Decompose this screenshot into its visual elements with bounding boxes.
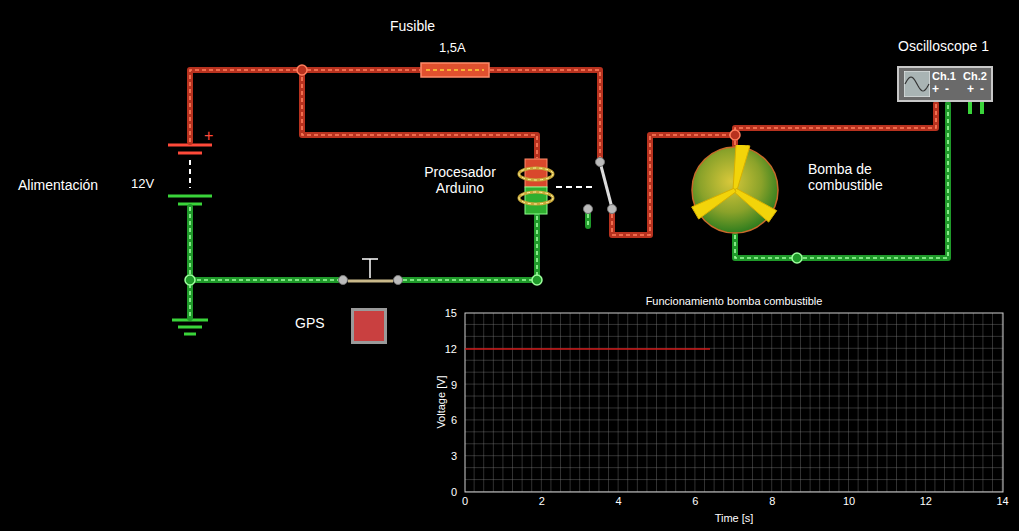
ground-symbol [172,320,208,334]
junction-dot [185,275,195,285]
wire-stripe [190,279,338,281]
part-label: Alimentación [18,177,98,193]
axis-tick: 3 [451,450,457,463]
axis-tick: 8 [769,495,775,508]
axis-tick: 2 [539,495,545,508]
part-label: + [967,83,974,97]
node-label: Bomba de combustible [808,161,906,193]
part-label: Ch.1 [932,70,956,83]
axis-tick: 15 [445,307,457,320]
axis-tick: 12 [445,342,457,355]
part-label: - [945,83,949,97]
wire [534,216,540,280]
node-label: Funcionamiento bomba combustible [465,295,1003,308]
wire [585,214,591,226]
battery-symbol [168,145,212,204]
chart-title-band: Funcionamiento bomba combustible [465,292,1005,310]
fuse-element [426,69,484,71]
axis-tick: 10 [843,495,855,508]
axis-tick: 9 [451,378,457,391]
wire-stripe [403,279,537,281]
fuse-box: Fusible 1,5A [385,18,525,82]
pump-blade [692,188,736,219]
coil-top [525,159,547,187]
signal-wire [735,104,936,145]
pump-blade [734,188,777,222]
node-label: Oscilloscope 1 [898,38,989,54]
arduino-processor: Procesador Arduino [408,158,555,216]
part-label: - [980,83,984,97]
relay-coil-symbol [512,158,555,216]
coil-winding-stripe [519,168,553,180]
junction-dot [532,275,542,285]
node-label: Fusible [390,18,435,34]
coil-winding [519,192,553,204]
axis-tick: 4 [616,495,622,508]
junction-dot [730,130,740,140]
voltage-trace [465,348,710,350]
wire-stripe [536,216,538,280]
fuse-symbol [420,62,490,78]
axis-tick: 0 [462,495,468,508]
wire [490,70,600,157]
axis-title: Time [s] [715,512,754,525]
pump-blade [733,145,750,190]
junction-dot [297,65,307,75]
sine-wave [905,77,929,91]
part-label: 12V [131,177,154,192]
oscilloscope-screen [904,71,930,97]
part-label: + [932,83,939,97]
relay-switch-symbol [556,158,617,214]
fuel-pump: Bomba de combustible [690,145,908,235]
junction-dot [792,253,802,263]
wire-stripe [302,70,537,158]
axis-tick: 0 [451,486,457,499]
chart-plot [465,313,1003,492]
node-label: Procesador Arduino [408,164,512,196]
part-label: Ch.2 [963,70,987,83]
wire-stripe [587,214,589,226]
axis-tick: 6 [451,414,457,427]
part-label: + [204,127,213,145]
push-button-symbol [339,259,403,285]
node-label: GPS [295,315,325,331]
wire-stripe [490,70,600,157]
gps-button-face [351,308,387,344]
chart-frame [465,313,1003,492]
wire [190,277,338,283]
fuse-body [421,63,489,77]
axis-tick: 14 [996,495,1008,508]
signal-wire-stripe [735,104,936,145]
wire [403,277,537,283]
axis-tick: 6 [692,495,698,508]
wire-stripe [189,207,191,318]
node-label: 1,5A [439,41,466,56]
gps-button: GPS [295,305,390,345]
axis-tick: 12 [920,495,932,508]
coil-winding-stripe [519,192,553,204]
ch2-terminals [970,102,982,114]
wire-connector [735,104,936,145]
pump-symbol [690,145,780,235]
wire [187,207,193,318]
axis-title: Voltage [V] [435,375,448,428]
coil-winding [519,168,553,180]
chart-grid [465,313,1003,492]
wire [302,70,537,158]
